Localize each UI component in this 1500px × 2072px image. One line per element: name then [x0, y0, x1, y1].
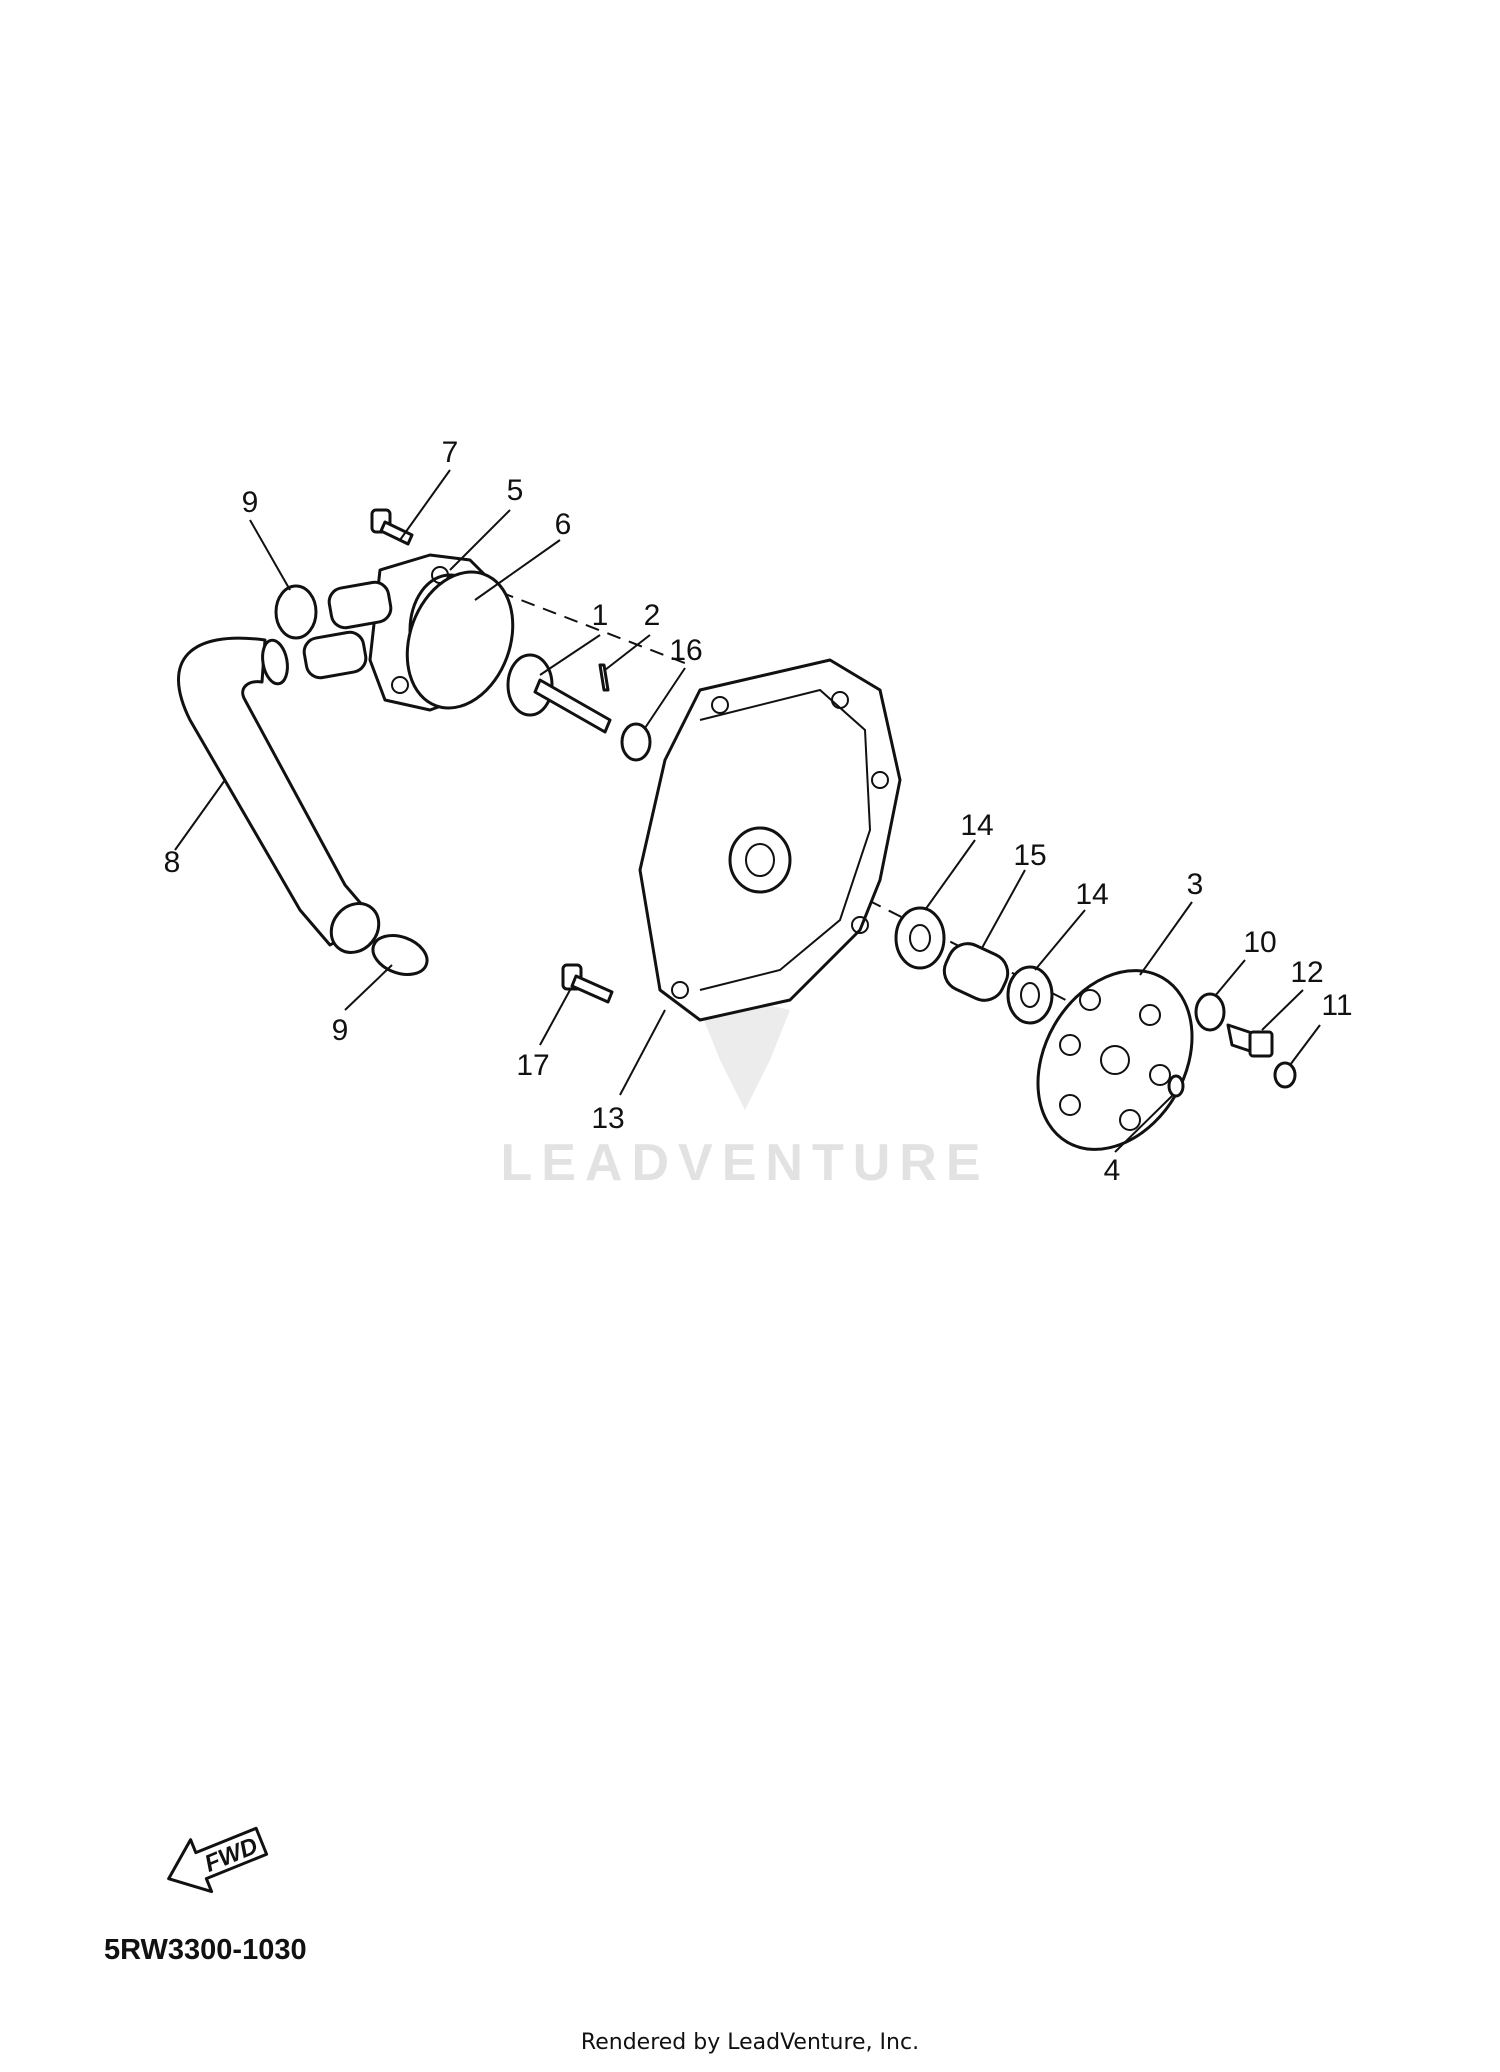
callout-14-outer: 14: [1075, 878, 1108, 911]
o-ring: [405, 570, 515, 710]
assembly-axis-upper: [499, 591, 691, 666]
callout-3: 3: [1187, 868, 1204, 901]
render-credit: Rendered by LeadVenture, Inc.: [580, 2030, 920, 2055]
callout-17: 17: [516, 1049, 549, 1082]
callout-6: 6: [555, 508, 572, 541]
callout-numbers: 7 5 6 9 1 2 16 8 9 17 13 14 15 14 3 4 10…: [164, 436, 1353, 1187]
forward-direction-arrow: FWD: [167, 1826, 269, 1894]
leadventure-watermark: LEADVENTURE: [500, 1000, 989, 1192]
bearing-inner: [894, 906, 946, 970]
shaft-pin: [598, 663, 610, 692]
crankcase-bolt: [561, 963, 614, 1004]
callout-5: 5: [507, 474, 524, 507]
callout-15: 15: [1013, 839, 1046, 872]
callout-10: 10: [1243, 926, 1276, 959]
shaft-seal: [620, 722, 652, 762]
coolant-hose: [177, 636, 381, 954]
callout-8: 8: [164, 846, 181, 879]
callout-4: 4: [1104, 1154, 1121, 1187]
spacer: [942, 942, 1010, 1002]
crankcase-cover: [638, 658, 902, 1022]
hose-clamp-lower: [371, 934, 429, 976]
callout-13: 13: [591, 1102, 624, 1135]
circlip: [1167, 1074, 1185, 1098]
callout-16: 16: [669, 634, 702, 667]
callout-9-upper: 9: [242, 486, 259, 519]
bearing-outer: [1006, 965, 1054, 1025]
callout-2: 2: [644, 599, 661, 632]
impeller-shaft: [506, 653, 612, 734]
callout-12: 12: [1290, 956, 1323, 989]
impeller-bolt: [1226, 1023, 1274, 1058]
callout-11: 11: [1321, 989, 1352, 1022]
callout-1: 1: [592, 599, 609, 632]
watermark-text: LEADVENTURE: [500, 1134, 989, 1192]
leader-lines: [174, 469, 1321, 1153]
washer: [1194, 992, 1226, 1032]
diagram-part-number: 5RW3300-1030: [104, 1934, 307, 1966]
callout-14-inner: 14: [960, 809, 993, 842]
cover-bolt: [370, 508, 414, 546]
callout-7: 7: [442, 436, 459, 469]
nut: [1273, 1061, 1297, 1089]
callout-9-lower: 9: [332, 1014, 349, 1047]
hose-clamp-upper: [274, 584, 318, 640]
